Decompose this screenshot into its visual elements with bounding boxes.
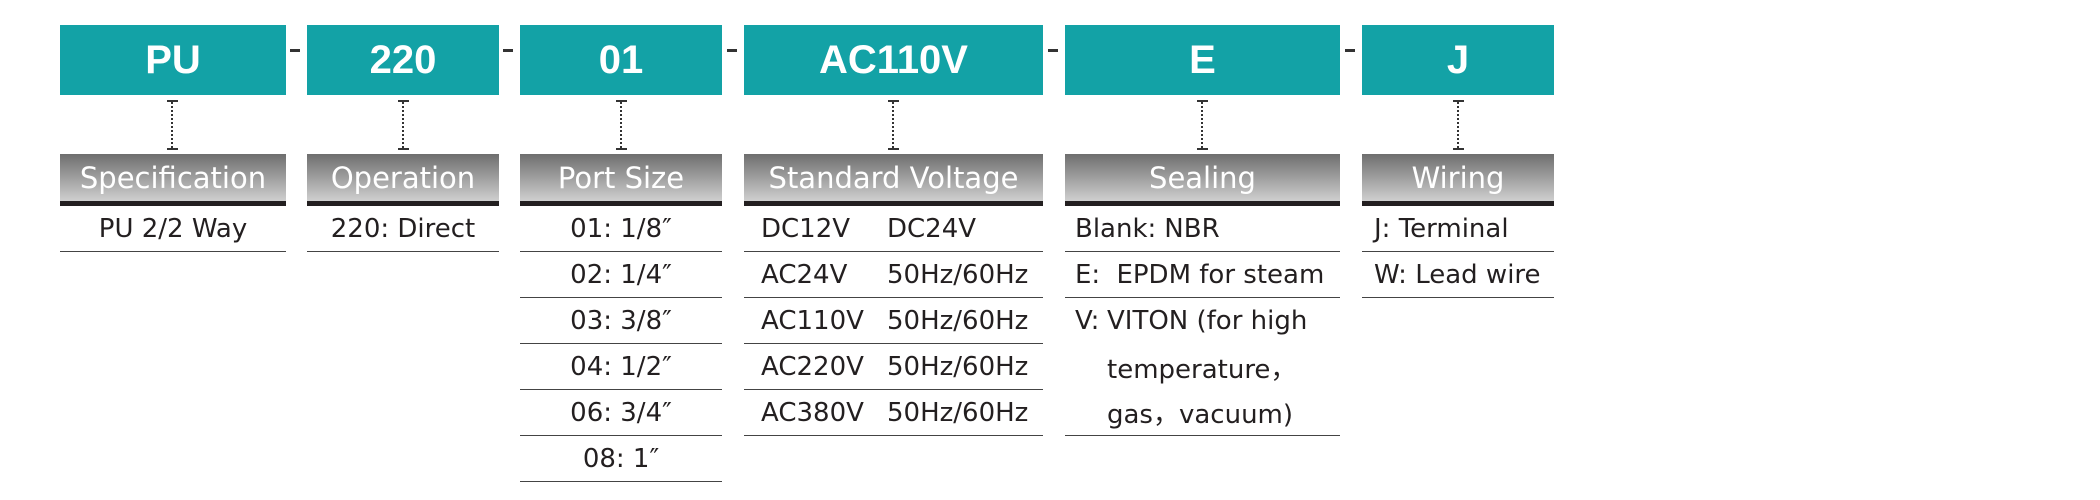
sealing-key: V:: [1075, 306, 1100, 336]
voltage-options: DC12V DC24V AC24V 50Hz/60Hz AC110V 50Hz/…: [744, 206, 1043, 436]
sealing-value: gas，vacuum): [1107, 400, 1294, 430]
option-row: AC380V 50Hz/60Hz: [744, 390, 1043, 436]
sealing-key: Blank:: [1075, 213, 1157, 244]
connector-line: [616, 100, 627, 150]
operation-options: 220: Direct: [307, 206, 499, 252]
category-sealing: Sealing: [1065, 154, 1340, 206]
voltage-frequency: DC24V: [887, 213, 977, 244]
option-row: W: Lead wire: [1362, 252, 1554, 298]
category-specification: Specification: [60, 154, 286, 206]
connector-line: [1197, 100, 1208, 150]
separator-dash: -: [727, 49, 737, 52]
category-wiring: Wiring: [1362, 154, 1554, 206]
sealing-value: temperature，: [1107, 354, 1297, 385]
option-row: 220: Direct: [307, 206, 499, 252]
port-size-options: 01: 1/8″ 02: 1/4″ 03: 3/8″ 04: 1/2″ 06: …: [520, 206, 722, 482]
option-row: AC24V 50Hz/60Hz: [744, 252, 1043, 298]
voltage-code: AC380V: [761, 397, 864, 428]
separator-dash: -: [503, 49, 513, 52]
code-box-wiring: J: [1362, 25, 1554, 95]
separator-dash: -: [1048, 49, 1058, 52]
code-box-pu: PU: [60, 25, 286, 95]
option-row: V: VITON (for high: [1065, 298, 1340, 344]
voltage-frequency: 50Hz/60Hz: [887, 259, 1029, 290]
connector-line: [1453, 100, 1464, 150]
code-box-operation: 220: [307, 25, 499, 95]
connector-line: [398, 100, 409, 150]
option-row: 08: 1″: [520, 436, 722, 482]
voltage-code: AC24V: [761, 259, 848, 290]
separator-dash: -: [290, 49, 300, 52]
sealing-value: NBR: [1164, 213, 1220, 244]
voltage-code: AC110V: [761, 305, 864, 336]
category-operation: Operation: [307, 154, 499, 206]
option-row: temperature，: [1065, 344, 1340, 390]
option-row: Blank: NBR: [1065, 206, 1340, 252]
category-standard-voltage: Standard Voltage: [744, 154, 1043, 206]
option-row: 01: 1/8″: [520, 206, 722, 252]
sealing-options: Blank: NBR E: EPDM for steam V: VITON (f…: [1065, 206, 1340, 436]
voltage-frequency: 50Hz/60Hz: [887, 351, 1029, 382]
option-row: E: EPDM for steam: [1065, 252, 1340, 298]
connector-line: [888, 100, 899, 150]
voltage-code: DC12V: [761, 213, 851, 244]
option-row: 03: 3/8″: [520, 298, 722, 344]
option-row: 04: 1/2″: [520, 344, 722, 390]
sealing-value: EPDM for steam: [1108, 259, 1325, 290]
sealing-value: VITON (for high: [1107, 306, 1308, 336]
option-row: 02: 1/4″: [520, 252, 722, 298]
voltage-frequency: 50Hz/60Hz: [887, 397, 1029, 428]
option-row: AC110V 50Hz/60Hz: [744, 298, 1043, 344]
option-row: J: Terminal: [1362, 206, 1554, 252]
code-box-port-size: 01: [520, 25, 722, 95]
category-port-size: Port Size: [520, 154, 722, 206]
option-row: AC220V 50Hz/60Hz: [744, 344, 1043, 390]
sealing-key: E:: [1075, 259, 1101, 290]
option-row: DC12V DC24V: [744, 206, 1043, 252]
code-box-sealing: E: [1065, 25, 1340, 95]
option-row: PU 2/2 Way: [60, 206, 286, 252]
separator-dash: -: [1345, 49, 1355, 52]
code-box-voltage: AC110V: [744, 25, 1043, 95]
specification-options: PU 2/2 Way: [60, 206, 286, 252]
voltage-frequency: 50Hz/60Hz: [887, 305, 1029, 336]
option-row: gas，vacuum): [1065, 390, 1340, 436]
connector-line: [167, 100, 178, 150]
voltage-code: AC220V: [761, 351, 864, 382]
wiring-options: J: Terminal W: Lead wire: [1362, 206, 1554, 298]
option-row: 06: 3/4″: [520, 390, 722, 436]
